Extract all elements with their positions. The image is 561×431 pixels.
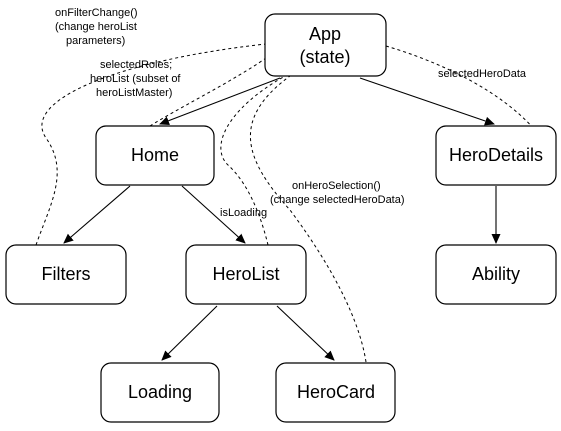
annotation-line: heroListMaster) <box>96 87 172 99</box>
hero-selection-callback-line-outer <box>250 75 367 363</box>
node-app-title: App <box>309 24 341 44</box>
node-ability: Ability <box>435 244 557 305</box>
node-herocard: HeroCard <box>275 362 396 423</box>
annotation-line: selectedHeroData <box>438 68 527 80</box>
node-herolist-label: HeroList <box>212 264 279 284</box>
home-props-line <box>149 57 267 127</box>
node-app-subtitle: (state) <box>299 47 350 67</box>
node-filters: Filters <box>5 244 127 305</box>
annotation-line: (change selectedHeroData) <box>270 194 405 206</box>
annotation-line: selectedRoles; <box>100 59 172 71</box>
data-flow-lines <box>35 43 536 363</box>
annotation-line: isLoading <box>220 207 267 219</box>
node-filters-label: Filters <box>42 264 91 284</box>
edge-herolist-loading <box>161 305 218 361</box>
annotation-selected-roles: selectedRoles; heroList (subset of heroL… <box>90 59 181 99</box>
annotation-line: heroList (subset of <box>90 73 181 85</box>
annotation-line: onHeroSelection() <box>292 180 381 192</box>
annotation-is-loading: isLoading <box>220 207 267 219</box>
node-ability-label: Ability <box>472 264 520 284</box>
edge-app-home <box>159 77 281 125</box>
node-loading-label: Loading <box>128 382 192 402</box>
selected-hero-data-line <box>385 45 536 131</box>
annotation-line: parameters) <box>66 35 125 47</box>
node-home: Home <box>95 125 215 186</box>
component-edges <box>63 77 501 361</box>
node-herodetails: HeroDetails <box>435 125 557 186</box>
annotation-line: (change heroList <box>55 21 137 33</box>
annotation-on-hero-selection: onHeroSelection() (change selectedHeroDa… <box>270 180 405 206</box>
annotation-on-filter-change: onFilterChange() (change heroList parame… <box>55 7 138 47</box>
node-loading: Loading <box>100 362 220 423</box>
node-app: App (state) <box>264 13 387 77</box>
annotation-selected-hero-data: selectedHeroData <box>438 68 527 80</box>
node-herocard-label: HeroCard <box>297 382 375 402</box>
node-herolist: HeroList <box>185 244 307 305</box>
annotation-line: onFilterChange() <box>55 7 138 19</box>
node-herodetails-label: HeroDetails <box>449 145 543 165</box>
edge-home-filters <box>63 185 131 244</box>
edge-app-herodetails <box>359 77 495 126</box>
node-home-label: Home <box>131 145 179 165</box>
filter-change-callback-line <box>35 43 267 246</box>
edge-home-herolist <box>181 185 246 244</box>
hero-selection-callback-line-inner <box>220 75 286 246</box>
edge-herolist-herocard <box>276 305 335 361</box>
